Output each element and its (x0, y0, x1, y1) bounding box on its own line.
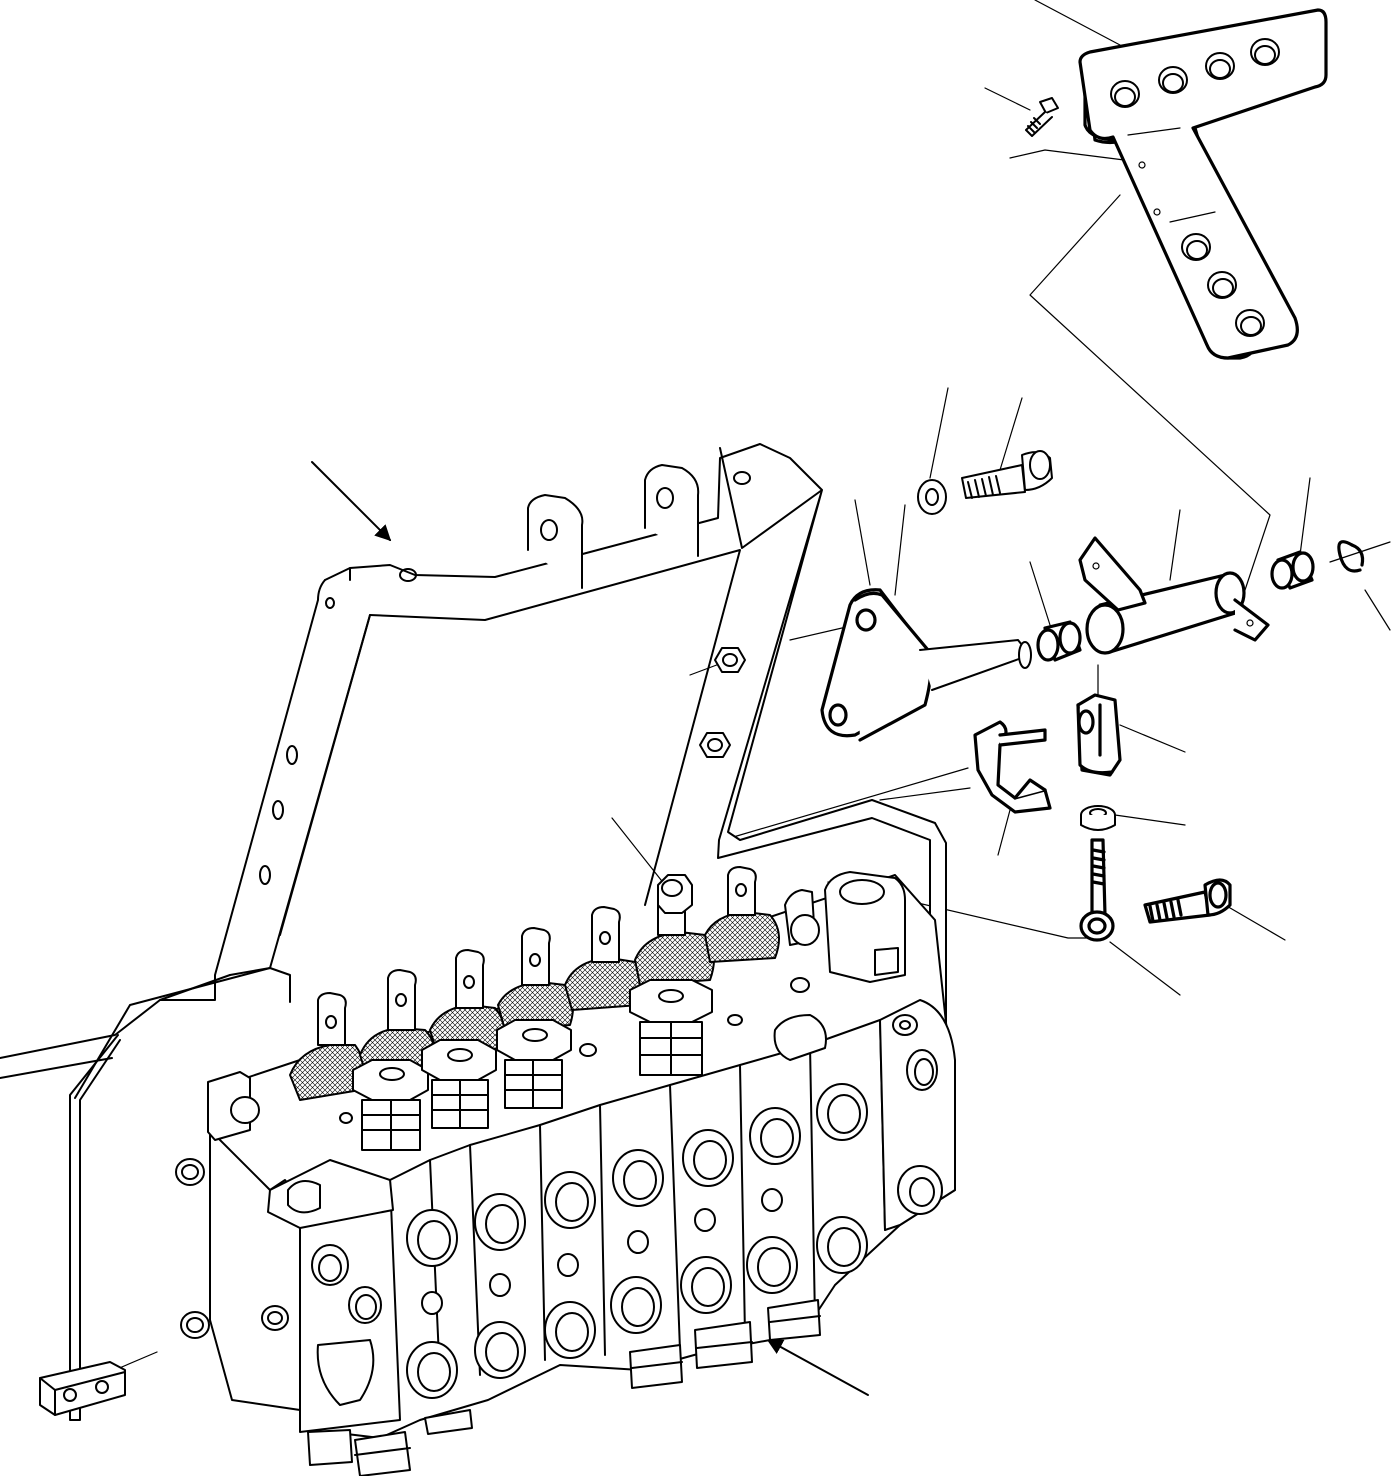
nut-icon (1080, 805, 1116, 831)
pivot-tube-icon (1078, 536, 1270, 655)
plate-screw-icon (1025, 97, 1059, 137)
direction-arrow-icon (766, 1339, 869, 1396)
control-valve-block-icon (175, 866, 956, 1476)
washer-icon (917, 479, 947, 515)
bracket-frame-icon (0, 443, 947, 1421)
snap-ring-icon (1337, 540, 1365, 573)
bushing-icon (1270, 550, 1315, 590)
nut-icon (657, 874, 693, 914)
bolt-icon (1143, 878, 1232, 924)
mounting-plate-icon (1078, 8, 1328, 360)
bushing-icon (1036, 620, 1082, 662)
direction-arrow-icon (311, 461, 392, 542)
clip-icon (973, 720, 1052, 814)
rod-end-icon (1079, 838, 1115, 942)
lever-pivot-plate-icon (820, 588, 1032, 742)
clevis-icon (1076, 693, 1122, 777)
bolt-icon (961, 450, 1053, 499)
